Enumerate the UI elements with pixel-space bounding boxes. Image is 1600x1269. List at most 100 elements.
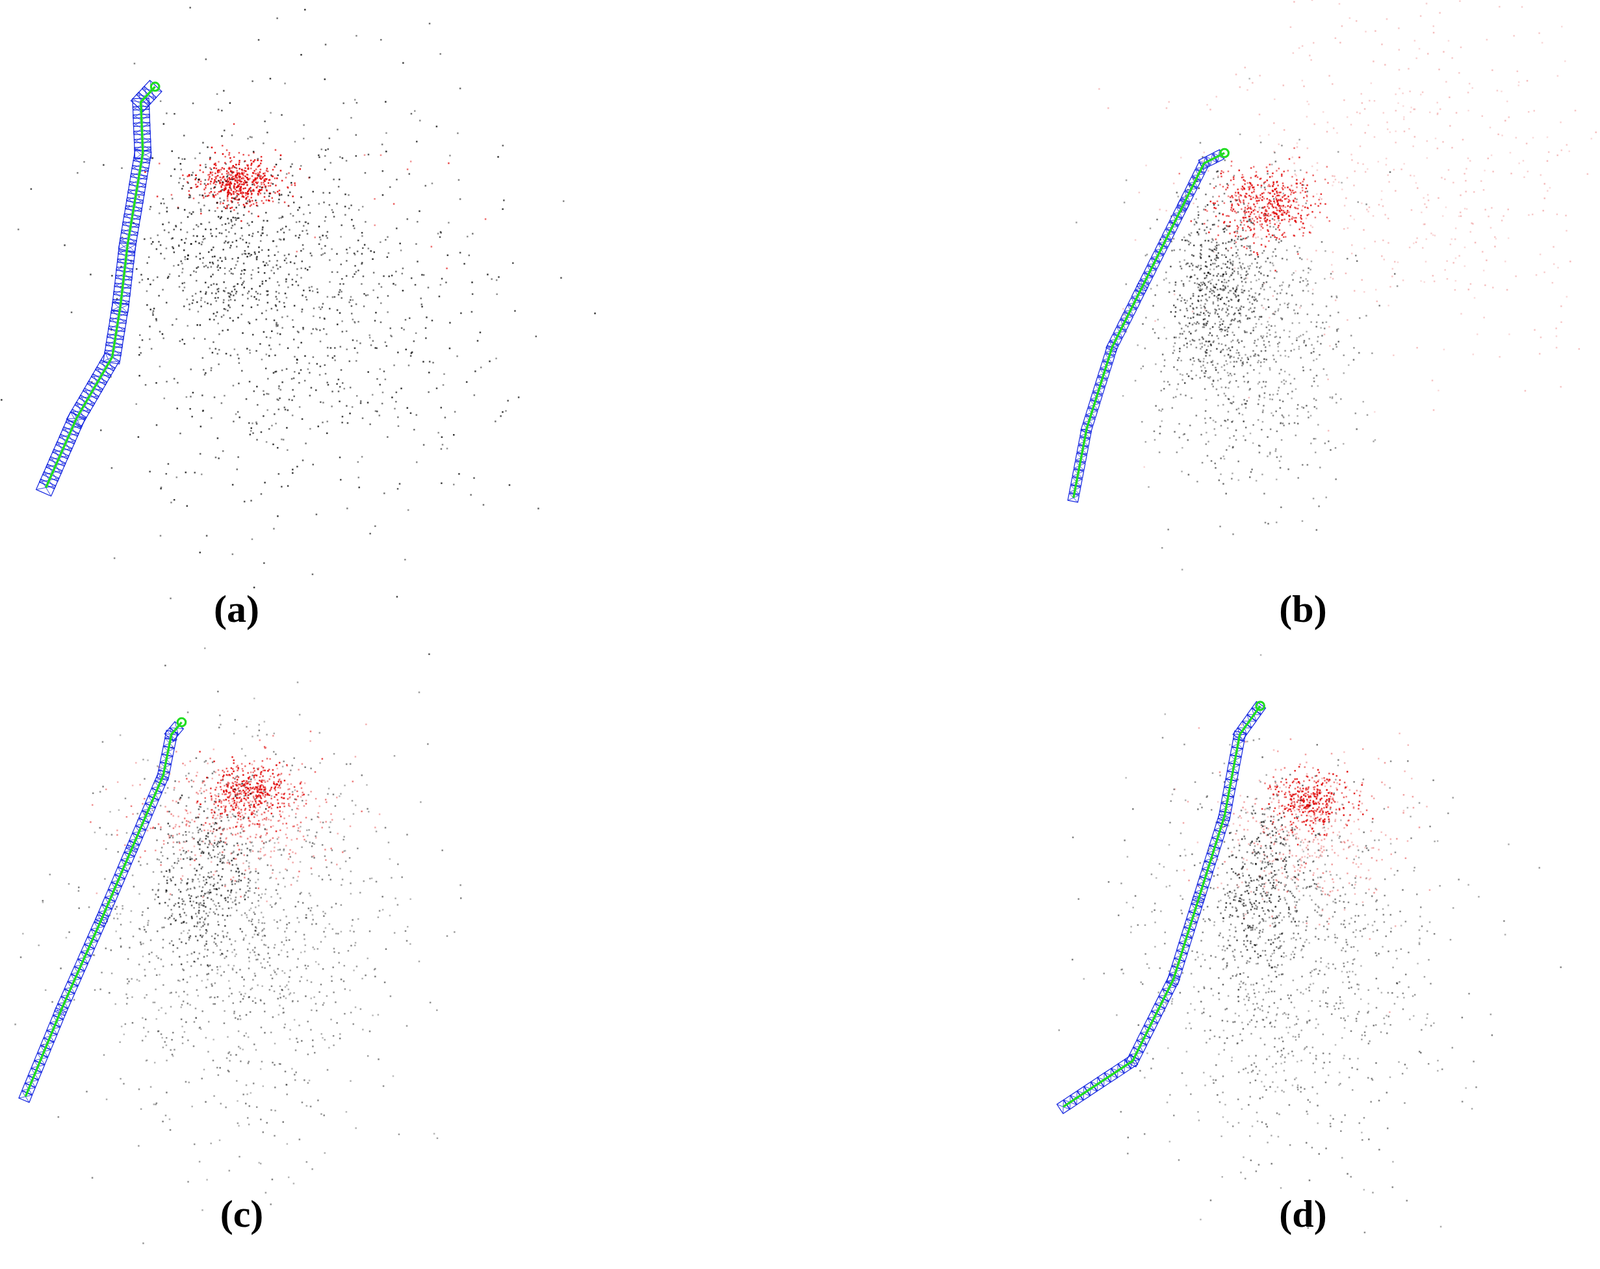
map-point <box>163 258 166 260</box>
map-point <box>235 163 238 166</box>
map-point <box>237 204 240 207</box>
map-point <box>287 194 290 197</box>
map-point <box>329 161 332 164</box>
map-point <box>230 167 233 169</box>
map-point <box>339 283 342 286</box>
map-point <box>238 183 241 186</box>
map-point <box>463 263 466 266</box>
map-point <box>359 342 362 345</box>
map-point <box>176 407 179 410</box>
map-point <box>270 425 273 427</box>
map-point <box>185 396 188 399</box>
map-point <box>216 288 219 291</box>
map-point <box>191 302 194 305</box>
map-point <box>1301 226 1304 229</box>
map-point <box>340 369 343 372</box>
map-point <box>235 176 238 179</box>
map-point <box>238 152 241 155</box>
map-point <box>360 402 362 405</box>
map-point <box>265 367 268 370</box>
map-point <box>272 372 275 375</box>
map-point <box>161 333 164 336</box>
map-point <box>217 437 220 440</box>
map-point <box>319 340 322 343</box>
map-point <box>222 450 225 453</box>
map-point <box>209 158 212 161</box>
map-point <box>272 527 275 530</box>
map-point <box>436 387 439 390</box>
map-point <box>295 255 297 258</box>
map-point <box>265 318 268 321</box>
map-point <box>199 169 202 172</box>
map-point <box>258 246 260 249</box>
map-point <box>293 201 296 204</box>
map-point <box>250 196 253 199</box>
map-point <box>416 220 419 223</box>
map-point <box>220 210 223 213</box>
map-point <box>432 361 435 364</box>
map-point <box>249 187 252 190</box>
map-point <box>186 175 189 178</box>
map-point <box>298 406 301 409</box>
map-point <box>189 194 192 197</box>
map-point <box>281 381 284 384</box>
map-point <box>324 245 327 247</box>
map-point <box>369 336 372 339</box>
map-point <box>325 235 328 238</box>
map-point <box>293 371 296 374</box>
map-point <box>326 381 329 384</box>
map-point <box>267 248 270 251</box>
map-point <box>285 368 288 371</box>
map-point <box>240 227 243 230</box>
map-point <box>161 289 164 292</box>
map-point <box>410 354 413 357</box>
map-point <box>257 181 260 184</box>
map-point <box>212 193 215 196</box>
map-point <box>252 189 255 192</box>
map-point <box>459 252 462 255</box>
map-point <box>241 332 244 335</box>
map-point <box>414 283 417 286</box>
map-point <box>222 199 225 202</box>
map-point <box>384 239 387 242</box>
map-point <box>245 181 248 184</box>
map-point <box>560 276 563 279</box>
map-point <box>234 217 237 220</box>
map-point <box>149 206 152 208</box>
map-point <box>310 254 313 257</box>
map-point <box>235 217 238 220</box>
map-point <box>221 144 224 147</box>
map-point <box>210 168 213 171</box>
map-point <box>318 202 321 205</box>
map-point <box>243 206 246 209</box>
map-point <box>255 168 258 171</box>
map-point <box>356 395 359 398</box>
map-point <box>250 212 253 215</box>
map-point <box>328 281 331 284</box>
map-point <box>339 311 342 314</box>
map-point <box>1256 184 1259 187</box>
map-point <box>265 280 268 283</box>
map-point <box>342 283 345 286</box>
map-point <box>382 194 385 197</box>
map-point <box>218 333 221 336</box>
map-point <box>246 183 249 186</box>
map-point <box>187 216 190 219</box>
map-point <box>251 422 254 425</box>
map-point <box>209 228 212 231</box>
map-point <box>267 264 270 267</box>
map-point <box>259 293 262 296</box>
map-point <box>232 553 234 556</box>
map-point <box>138 196 141 199</box>
map-point <box>272 183 275 186</box>
map-point <box>459 198 462 201</box>
map-point <box>1273 215 1276 218</box>
map-point <box>401 272 404 275</box>
map-point <box>271 175 274 178</box>
map-point <box>298 237 301 240</box>
map-point <box>395 270 398 273</box>
map-point <box>226 195 229 198</box>
map-point <box>279 158 282 161</box>
map-point <box>250 277 253 280</box>
map-point <box>235 263 238 266</box>
